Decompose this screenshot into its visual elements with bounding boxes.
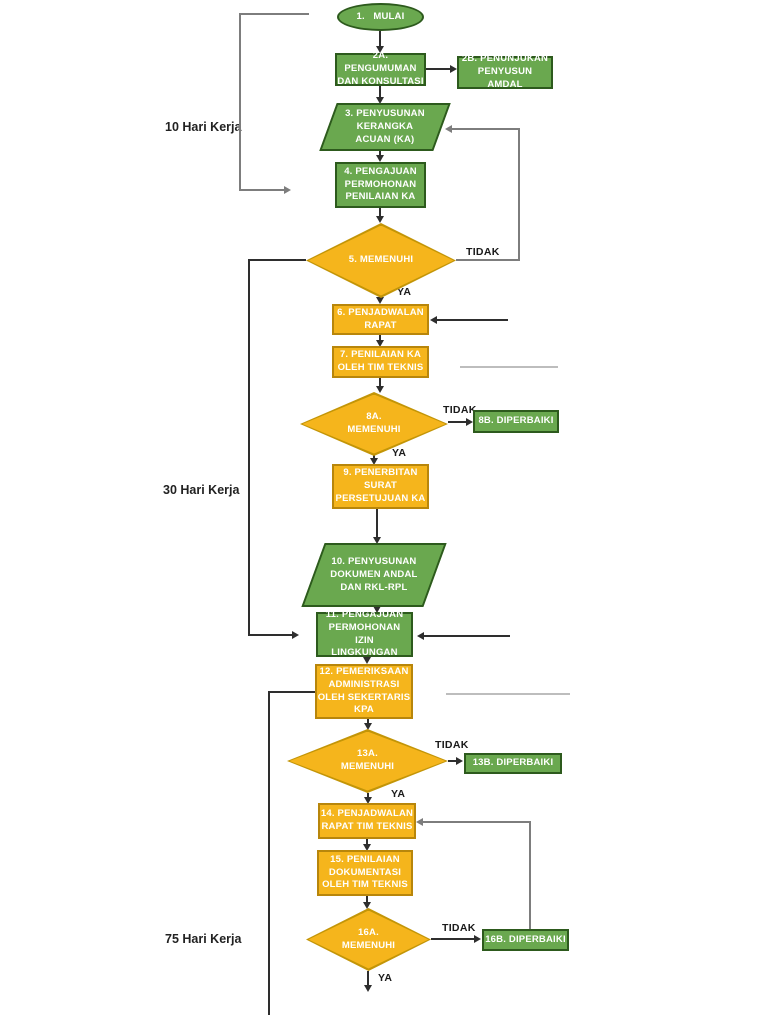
- arrowhead-into-6: [430, 315, 437, 324]
- connector-into-6-from-right: [437, 319, 508, 321]
- connector-16a-tidak: [431, 938, 475, 940]
- arrowhead-6-to-7: [375, 340, 384, 347]
- node-7-penilaian-ka-tim-teknis: 7. PENILAIAN KA OLEH TIM TEKNIS: [332, 346, 429, 378]
- duration-label-10-hari: 10 Hari Kerja: [165, 120, 242, 134]
- connector-8a-tidak: [448, 421, 467, 423]
- arrowhead-13a-tidak: [456, 756, 463, 765]
- node-13a-label: 13A. MEMENUHI: [340, 748, 395, 772]
- connector-7-to-8a: [379, 378, 381, 387]
- node-3-label: 3. PENYUSUNAN KERANGKA ACUAN (KA): [345, 107, 425, 145]
- connector-3-to-4: [379, 151, 381, 156]
- arrowhead-15-to-16a: [362, 902, 371, 909]
- arrowhead-12-to-13a: [363, 723, 372, 730]
- connector-5-tidak-vertical: [518, 128, 520, 261]
- branch-label-5-tidak: TIDAK: [466, 246, 500, 258]
- arrowhead-3-to-4: [375, 155, 384, 162]
- connector-faint-right-of-12: [446, 693, 570, 695]
- node-9-penerbitan-surat-persetujuan-ka: 9. PENERBITAN SURAT PERSETUJUAN KA: [332, 464, 429, 509]
- connector-12-left-horizontal: [268, 691, 315, 693]
- branch-label-16a-tidak: TIDAK: [442, 922, 476, 934]
- arrowhead-13a-ya-to-14: [363, 797, 372, 804]
- node-11-pengajuan-izin-lingkungan: 11. PENGAJUAN PERMOHONAN IZIN LINGKUNGAN: [316, 609, 413, 658]
- arrowhead-11-to-12: [362, 657, 371, 664]
- arrowhead-16a-ya-down: [363, 985, 372, 992]
- connector-mulai-to-2a: [379, 31, 381, 47]
- node-10-penyusunan-dokumen-andal: 10. PENYUSUNAN DOKUMEN ANDAL DAN RKL-RPL: [301, 543, 447, 607]
- arrowhead-into-11: [417, 631, 424, 640]
- connector-into-11-from-right: [424, 635, 510, 637]
- arrowhead-8a-tidak: [466, 417, 473, 426]
- arrowhead-left-into-11: [292, 630, 299, 639]
- connector-faint-8b: [460, 366, 558, 368]
- node-2b-penunjukan-penyusun-amdal: 2B. PENUNJUKAN PENYUSUN AMDAL: [457, 53, 553, 90]
- arrowhead-16a-tidak: [474, 934, 481, 943]
- duration-label-30-hari: 30 Hari Kerja: [163, 483, 240, 497]
- node-15-penilaian-dokumentasi: 15. PENILAIAN DOKUMENTASI OLEH TIM TEKNI…: [317, 850, 413, 896]
- node-16a-memenuhi-decision: 16A. MEMENUHI: [306, 908, 431, 971]
- connector-12-left-vertical: [268, 691, 270, 1015]
- arrowhead-2a-to-3: [375, 97, 384, 104]
- node-3-penyusunan-kerangka-acuan: 3. PENYUSUNAN KERANGKA ACUAN (KA): [319, 103, 451, 151]
- node-10-label: 10. PENYUSUNAN DOKUMEN ANDAL DAN RKL-RPL: [330, 555, 418, 593]
- node-5-label: 5. MEMENUHI: [348, 254, 414, 266]
- node-5-memenuhi-decision: 5. MEMENUHI: [306, 223, 456, 298]
- arrowhead-4-to-5: [375, 216, 384, 223]
- arrowhead-8a-ya-to-9: [369, 458, 378, 465]
- arrowhead-7-to-8a: [375, 386, 384, 393]
- connector-4-to-5: [379, 208, 381, 217]
- branch-label-8a-ya: YA: [392, 447, 407, 459]
- connector-left-into-11: [248, 634, 293, 636]
- node-8b-diperbaiki: 8B. DIPERBAIKI: [473, 410, 559, 433]
- arrowhead-14-to-15: [362, 844, 371, 851]
- arrowhead-5-ya-to-6: [375, 297, 384, 304]
- branch-label-16a-ya: YA: [378, 972, 393, 984]
- node-8a-label: 8A. MEMENUHI: [347, 411, 401, 435]
- node-8a-memenuhi-decision: 8A. MEMENUHI: [300, 392, 448, 456]
- connector-5-left-vertical: [248, 259, 250, 636]
- node-4-pengajuan-permohonan-penilaian-ka: 4. PENGAJUAN PERMOHONAN PENILAIAN KA: [335, 162, 426, 208]
- connector-2a-to-3: [379, 86, 381, 98]
- node-6-penjadwalan-rapat: 6. PENJADWALAN RAPAT: [332, 304, 429, 335]
- connector-13a-ya-to-14: [367, 793, 369, 798]
- connector-16a-ya-down: [367, 971, 369, 986]
- arrowhead-10-to-11: [372, 606, 381, 613]
- connector-9-to-10: [376, 509, 378, 538]
- connector-5-left-horizontal: [248, 259, 306, 261]
- arrowhead-9-to-10: [372, 537, 381, 544]
- node-1-mulai: 1. MULAI: [337, 3, 424, 31]
- arrowhead-2a-to-2b: [450, 64, 457, 73]
- node-2a-pengumuman-konsultasi: 2A. PENGUMUMAN DAN KONSULTASI: [335, 50, 426, 87]
- node-13b-diperbaiki: 13B. DIPERBAIKI: [464, 753, 562, 774]
- connector-topleft-vertical: [239, 13, 241, 191]
- branch-label-5-ya: YA: [397, 286, 412, 298]
- node-13a-memenuhi-decision: 13A. MEMENUHI: [287, 729, 448, 793]
- branch-label-13a-ya: YA: [391, 788, 406, 800]
- connector-14-to-15: [366, 839, 368, 845]
- node-16a-label: 16A. MEMENUHI: [341, 926, 396, 951]
- arrowhead-into-4: [284, 185, 291, 194]
- connector-topleft-into-4: [239, 189, 284, 191]
- connector-16b-loop-horizontal: [423, 821, 531, 823]
- node-14-penjadwalan-rapat-tim-teknis: 14. PENJADWALAN RAPAT TIM TEKNIS: [318, 803, 416, 839]
- connector-16b-loop-vertical: [529, 821, 531, 929]
- connector-topleft-horizontal: [239, 13, 309, 15]
- connector-12-to-13a: [367, 719, 369, 724]
- connector-13a-tidak: [448, 760, 457, 762]
- connector-15-to-16a: [366, 896, 368, 903]
- duration-label-75-hari: 75 Hari Kerja: [165, 932, 242, 946]
- branch-label-8a-tidak: TIDAK: [443, 404, 477, 416]
- connector-5-tidak-horizontal: [456, 259, 520, 261]
- arrowhead-16b-into-14: [416, 817, 423, 826]
- branch-label-13a-tidak: TIDAK: [435, 739, 469, 751]
- node-16b-diperbaiki: 16B. DIPERBAIKI: [482, 929, 569, 951]
- connector-2a-to-2b: [426, 68, 451, 70]
- connector-5-tidak-into-3: [452, 128, 520, 130]
- arrowhead-mulai-to-2a: [375, 46, 384, 53]
- arrowhead-5-tidak-into-3: [445, 124, 452, 133]
- connector-6-to-7: [379, 335, 381, 341]
- node-12-pemeriksaan-administrasi: 12. PEMERIKSAAN ADMINISTRASI OLEH SEKERT…: [315, 664, 413, 719]
